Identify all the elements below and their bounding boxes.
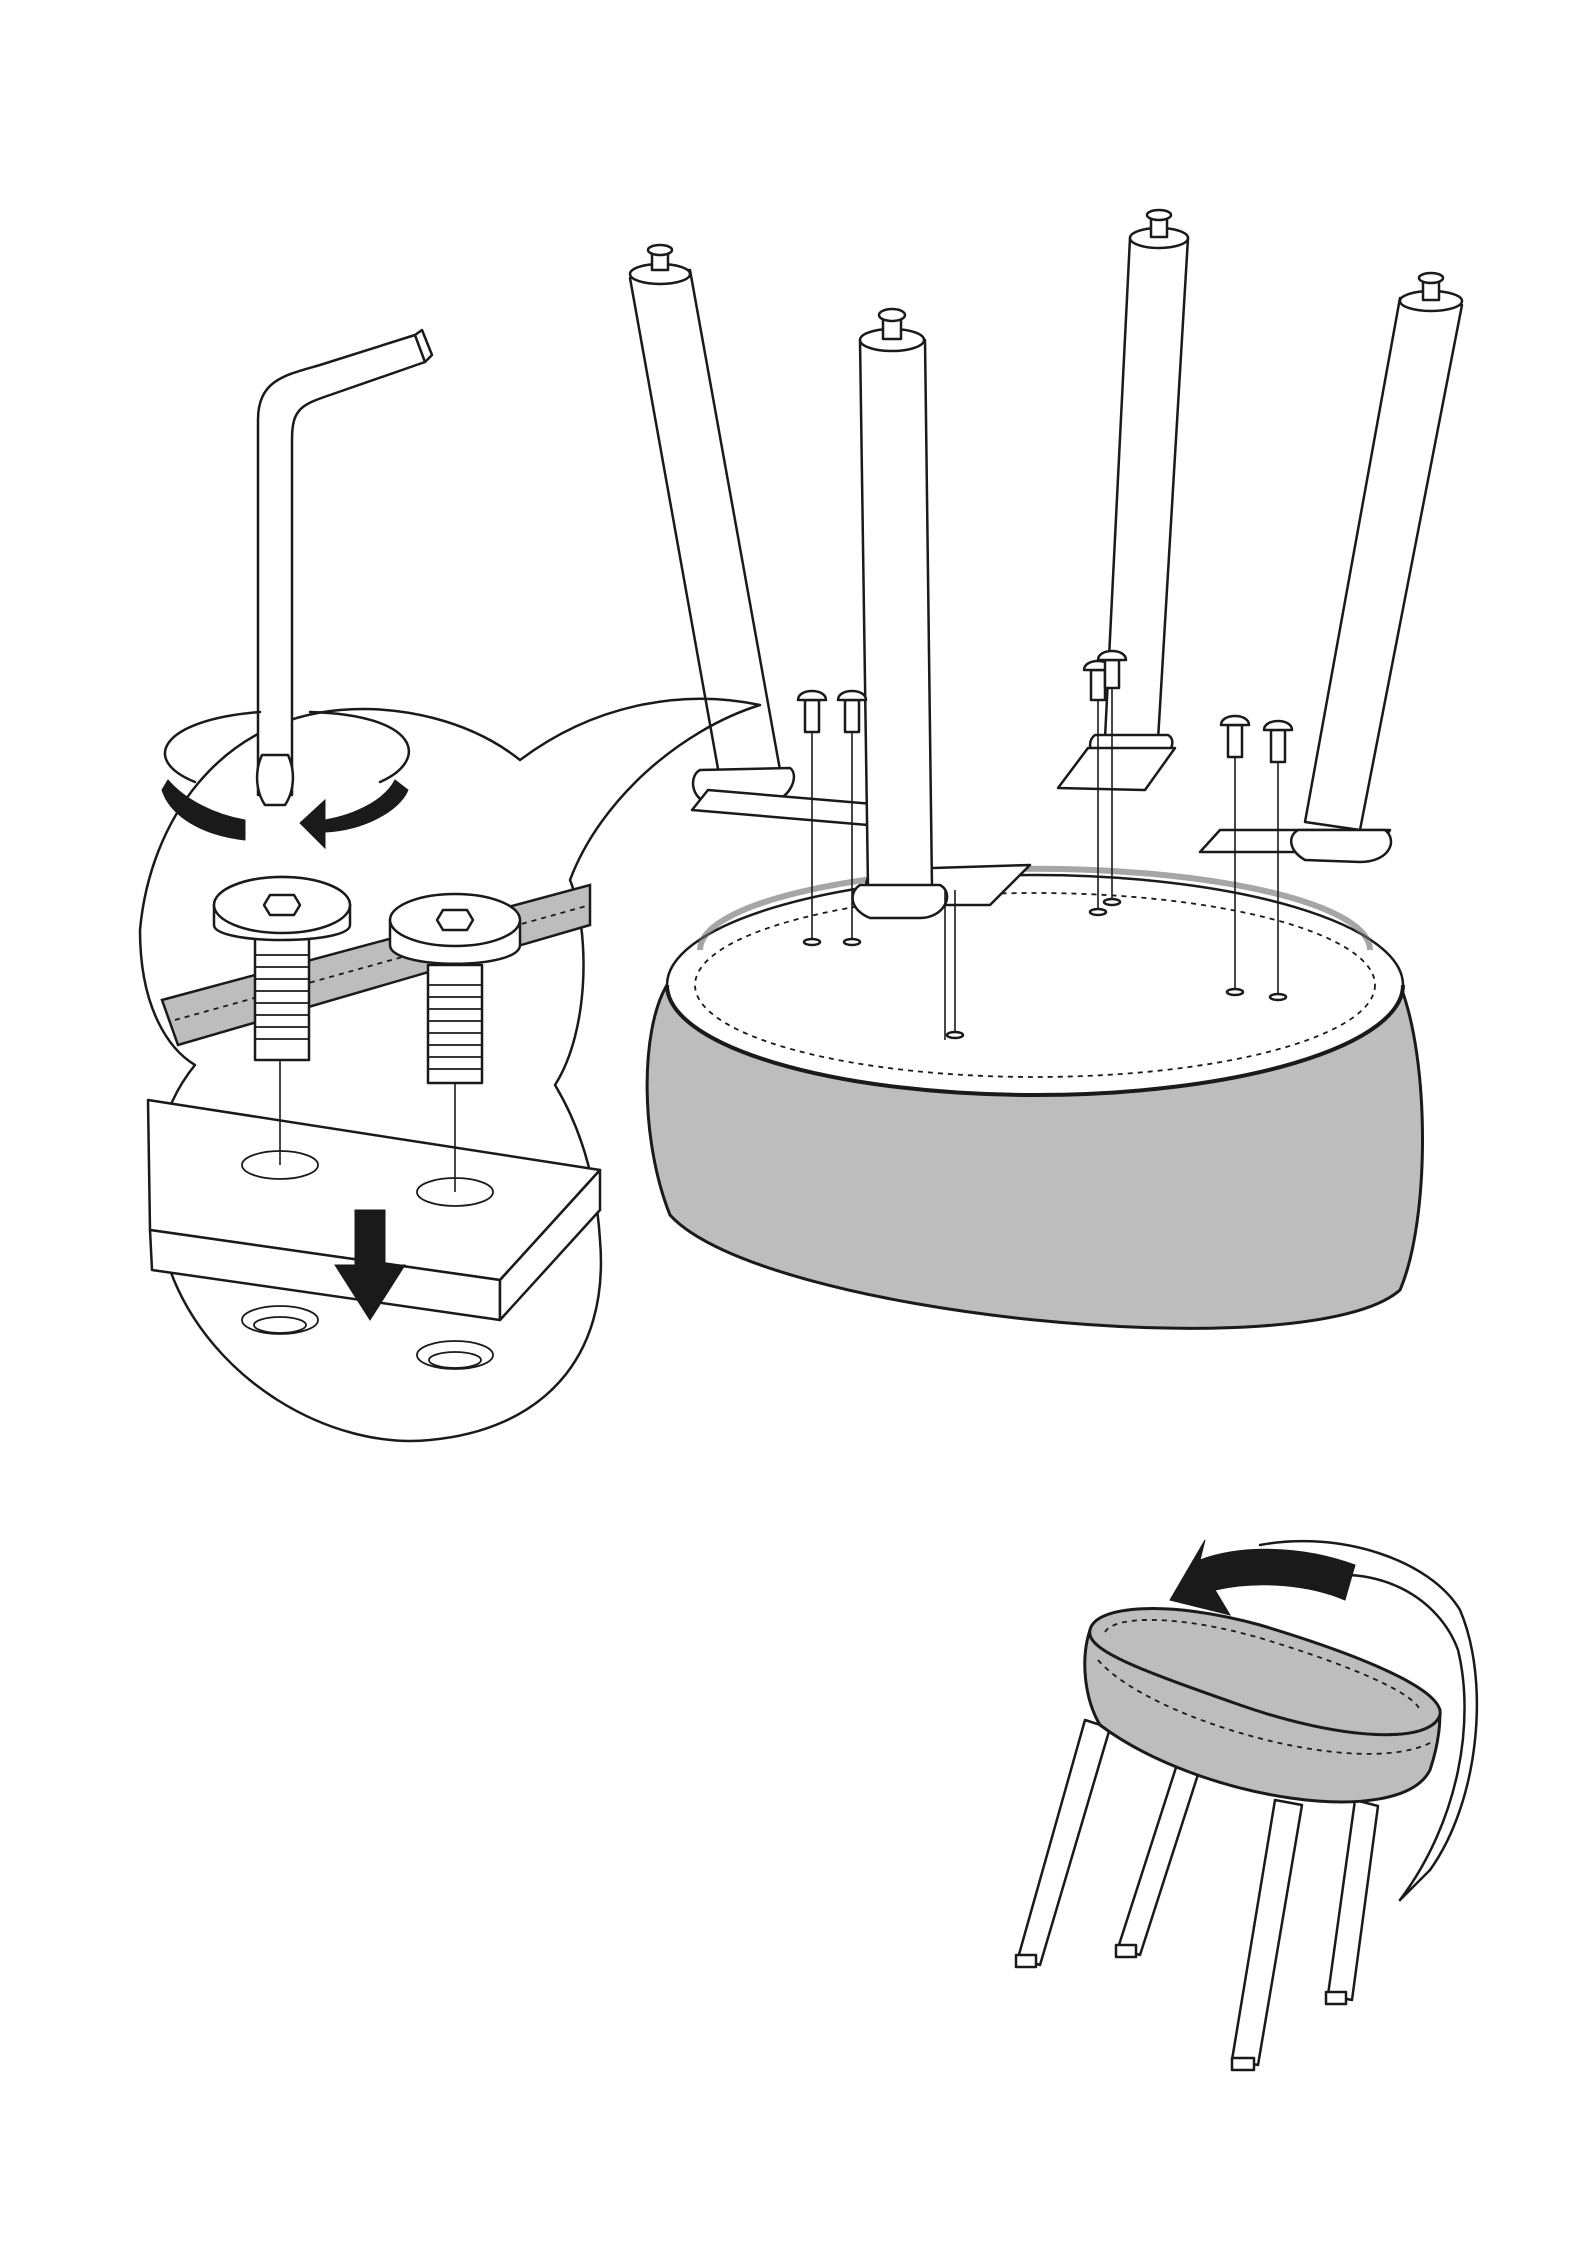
detail-callout [140,330,760,1441]
mounting-plate-2 [1058,748,1175,790]
hex-key-icon [257,330,432,805]
stool-upright [1016,1540,1477,2070]
mounting-plate-1 [692,790,885,825]
detail-screw-2 [390,894,520,1083]
mounting-plate-3 [1200,830,1391,862]
stool-seat-upside-down [647,869,1422,1329]
leg-1 [630,245,794,802]
leg-3 [1305,273,1462,830]
leg-4 [853,309,947,918]
